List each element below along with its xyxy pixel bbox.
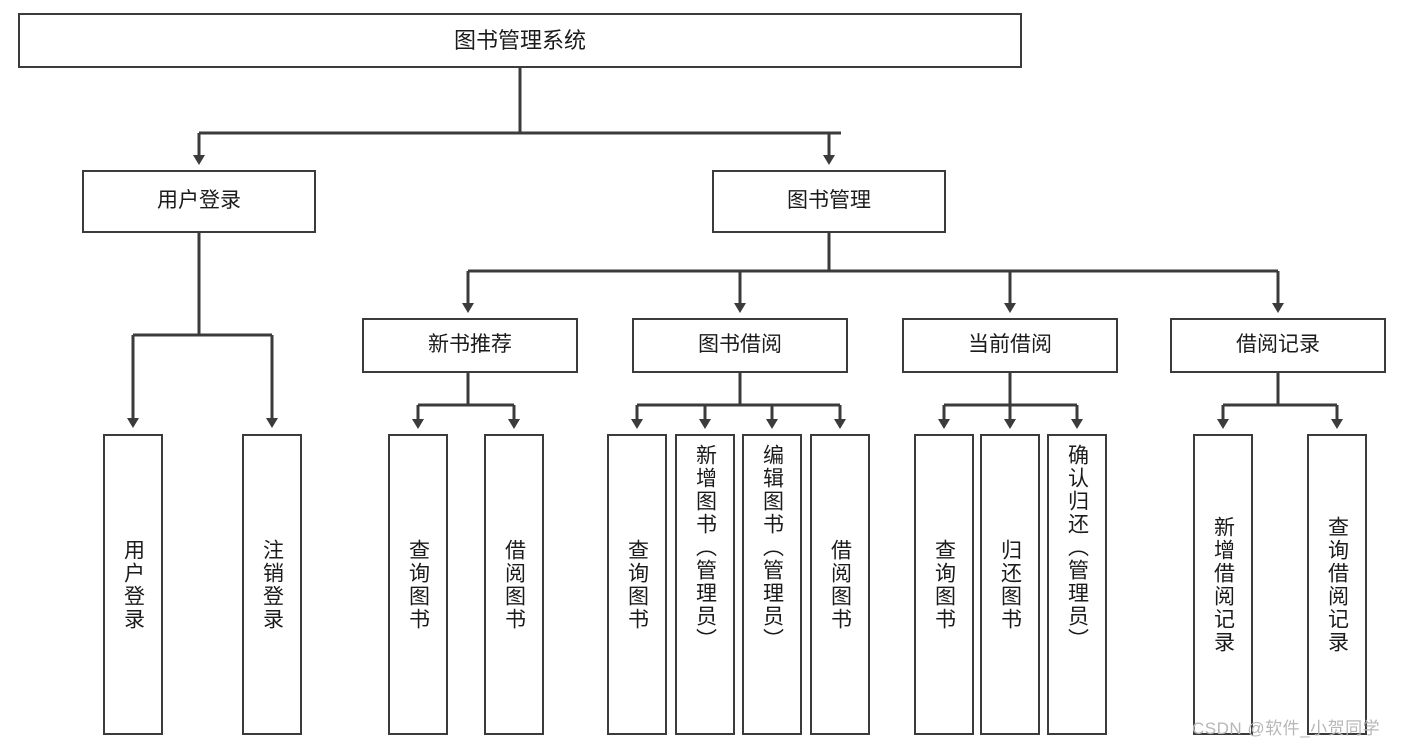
leaf-query-books-recommend[interactable]: 查询图书 — [388, 434, 448, 735]
leaf-add-book-admin[interactable]: 新增图书（管理员） — [675, 434, 735, 735]
node-label: 查询借阅记录 — [1325, 515, 1349, 654]
leaf-logout[interactable]: 注销登录 — [242, 434, 302, 735]
node-label: 查询图书 — [932, 538, 956, 631]
leaf-confirm-return-admin[interactable]: 确认归还（管理员） — [1047, 434, 1107, 735]
node-label: 借阅图书 — [828, 538, 852, 631]
node-borrow-record[interactable]: 借阅记录 — [1170, 318, 1386, 373]
leaf-return-books[interactable]: 归还图书 — [980, 434, 1040, 735]
node-label: 当前借阅 — [968, 333, 1052, 357]
node-label: 查询图书 — [406, 538, 430, 631]
node-label: 确认归还（管理员） — [1065, 444, 1089, 651]
leaf-borrow-books-recommend[interactable]: 借阅图书 — [484, 434, 544, 735]
node-label: 查询图书 — [625, 538, 649, 631]
node-label: 用户登录 — [121, 538, 145, 631]
leaf-borrow-books[interactable]: 借阅图书 — [810, 434, 870, 735]
node-label: 注销登录 — [260, 538, 284, 631]
node-label: 图书借阅 — [698, 333, 782, 357]
node-label: 编辑图书（管理员） — [760, 444, 784, 651]
node-label: 借阅图书 — [502, 538, 526, 631]
leaf-user-login[interactable]: 用户登录 — [103, 434, 163, 735]
node-new-book-recommend[interactable]: 新书推荐 — [362, 318, 578, 373]
node-book-borrow[interactable]: 图书借阅 — [632, 318, 848, 373]
node-label: 新书推荐 — [428, 333, 512, 357]
node-root[interactable]: 图书管理系统 — [18, 13, 1022, 68]
watermark: CSDN @软件_小贺同学 — [1192, 719, 1381, 738]
node-label: 借阅记录 — [1236, 333, 1320, 357]
leaf-add-borrow-record[interactable]: 新增借阅记录 — [1193, 434, 1253, 735]
node-current-borrow[interactable]: 当前借阅 — [902, 318, 1118, 373]
node-label: 新增图书（管理员） — [693, 444, 717, 651]
leaf-query-borrow-record[interactable]: 查询借阅记录 — [1307, 434, 1367, 735]
node-label: 新增借阅记录 — [1211, 515, 1235, 654]
node-label: 用户登录 — [157, 189, 241, 213]
node-label: 图书管理 — [787, 189, 871, 213]
node-label: 归还图书 — [998, 538, 1022, 631]
leaf-query-books-current[interactable]: 查询图书 — [914, 434, 974, 735]
leaf-query-books-borrow[interactable]: 查询图书 — [607, 434, 667, 735]
node-label: 图书管理系统 — [453, 27, 586, 53]
node-user-login[interactable]: 用户登录 — [82, 170, 316, 233]
leaf-edit-book-admin[interactable]: 编辑图书（管理员） — [742, 434, 802, 735]
node-book-management[interactable]: 图书管理 — [712, 170, 946, 233]
